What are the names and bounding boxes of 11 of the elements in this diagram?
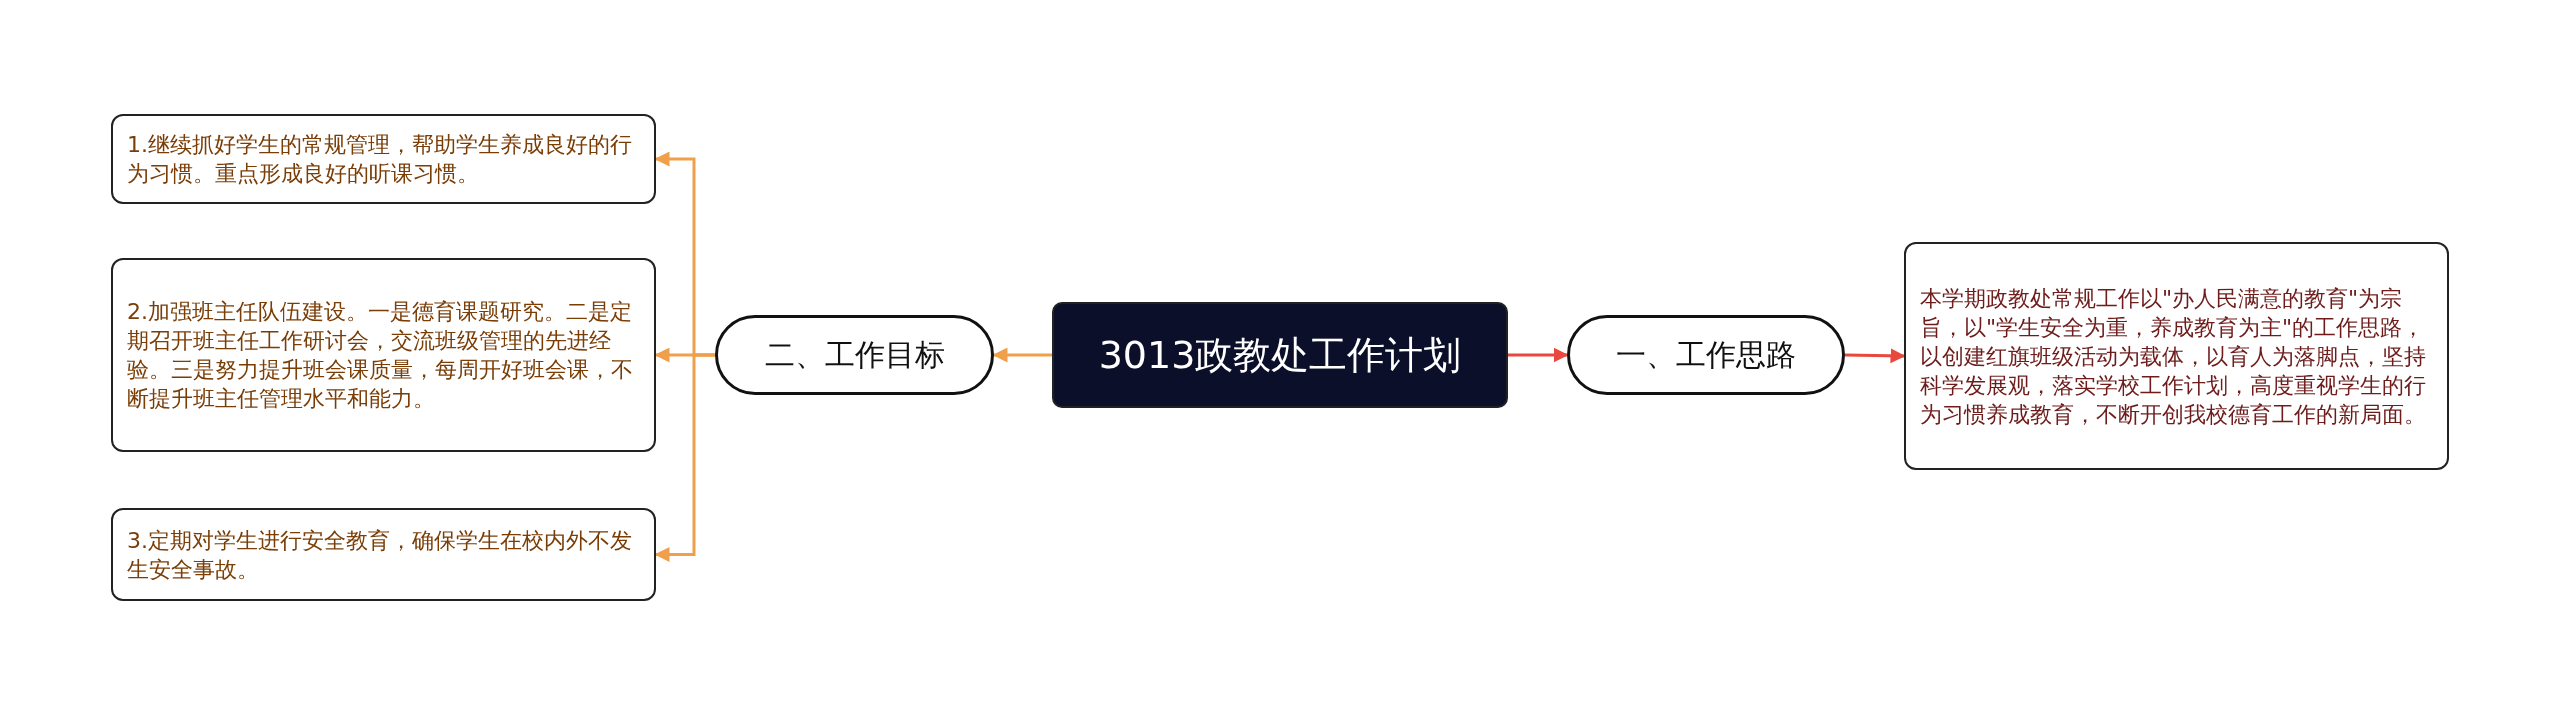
note-box: 本学期政教处常规工作以"办人民满意的教育"为宗旨，以"学生安全为重，养成教育为主"的工作思路，以创建红旗班级活动为载体，以育人为落脚点，坚持科学发展观，落实学校工作计划，高度重视学生的行为习惯养成教育，不断开创我校德育工作的新局面。 bbox=[1904, 242, 2449, 470]
note-box: 2.加强班主任队伍建设。一是德育课题研究。二是定期召开班主任工作研讨会，交流班级管理的先进经验。三是努力提升班会课质量，每周开好班会课，不断提升班主任管理水平和能力。 bbox=[111, 258, 656, 452]
topic-pill: 一、工作思路 bbox=[1567, 315, 1845, 395]
note-box: 3.定期对学生进行安全教育，确保学生在校内外不发生安全事故。 bbox=[111, 508, 656, 601]
title-box: 3013政教处工作计划 bbox=[1052, 302, 1508, 408]
connector-arrow bbox=[1844, 348, 1906, 364]
connector-arrow bbox=[992, 347, 1052, 363]
topic-pill: 二、工作目标 bbox=[715, 315, 994, 395]
note-box: 1.继续抓好学生的常规管理，帮助学生养成良好的行为习惯。重点形成良好的听课习惯。 bbox=[111, 114, 656, 204]
connector-arrow bbox=[1508, 347, 1569, 363]
connector-arrow bbox=[654, 353, 715, 562]
